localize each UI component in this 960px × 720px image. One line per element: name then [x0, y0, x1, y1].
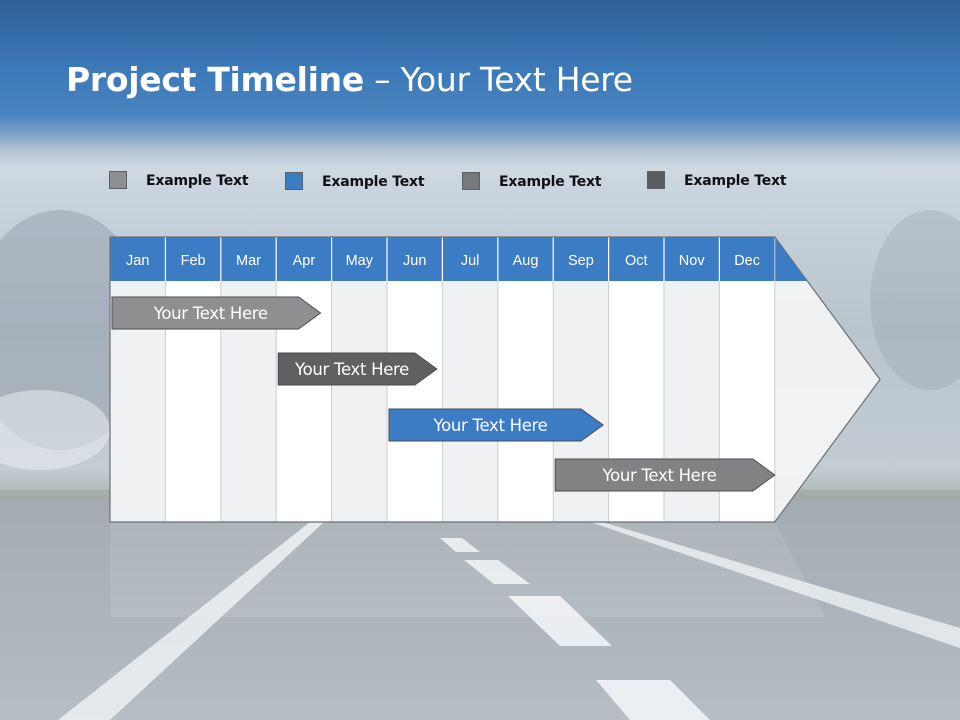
month-label-may: May — [346, 253, 374, 269]
task-bar-label: Your Text Here — [601, 466, 716, 485]
task-bar-label: Your Text Here — [433, 416, 548, 435]
legend-label: Example Text — [322, 174, 425, 190]
task-bar-label: Your Text Here — [153, 304, 268, 323]
month-label-aug: Aug — [513, 253, 539, 269]
legend-swatch — [647, 171, 665, 189]
timeline-outline — [109, 236, 881, 523]
month-label-nov: Nov — [679, 253, 706, 269]
month-label-jul: Jul — [461, 253, 480, 269]
month-column — [387, 281, 443, 522]
month-label-apr: Apr — [293, 253, 316, 269]
task-bar-label: Your Text Here — [294, 360, 409, 379]
month-label-jan: Jan — [126, 253, 149, 269]
month-column — [442, 281, 498, 522]
title-sub: Your Text Here — [400, 60, 634, 99]
task-bar-1 — [111, 296, 322, 330]
task-bar-4 — [554, 458, 776, 492]
month-column — [331, 281, 387, 522]
title-main: Project Timeline — [66, 60, 364, 99]
timeline-reflection — [110, 522, 825, 617]
legend-swatch — [285, 172, 303, 190]
legend-swatch — [109, 171, 127, 189]
road-left-edge-line — [58, 522, 324, 720]
task-bar-2 — [277, 352, 438, 386]
month-label-oct: Oct — [625, 253, 648, 269]
road-right-edge-line — [590, 522, 960, 648]
legend-label: Example Text — [499, 174, 602, 190]
month-column — [497, 281, 554, 522]
month-label-jun: Jun — [403, 253, 426, 269]
legend-label: Example Text — [146, 173, 249, 189]
month-label-feb: Feb — [181, 253, 206, 269]
title-separator: – — [363, 60, 401, 99]
month-label-dec: Dec — [734, 253, 760, 269]
month-label-sep: Sep — [568, 253, 594, 269]
legend-swatch — [462, 172, 480, 190]
legend-label: Example Text — [684, 173, 787, 189]
month-label-mar: Mar — [236, 253, 261, 269]
slide-title: Project Timeline – Your Text Here — [66, 60, 633, 99]
task-bar-3 — [388, 408, 604, 442]
